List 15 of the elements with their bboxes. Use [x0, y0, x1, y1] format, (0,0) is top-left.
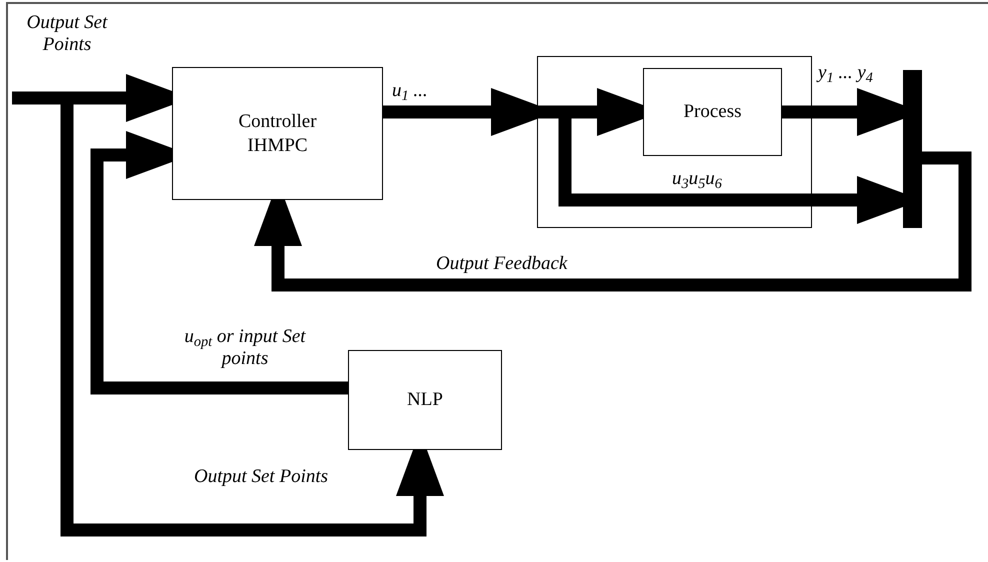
box-label: Process	[682, 100, 743, 124]
process-box	[172, 67, 383, 200]
process-box	[348, 350, 502, 450]
box-label: Controller IHMPC	[237, 110, 318, 158]
edge-label: Output Feedback	[436, 253, 568, 275]
edge-label: u$_{1}$ ...	[392, 80, 429, 102]
system-box	[537, 56, 812, 228]
edge-label: u$_{3}$u$_{5}$u$_{6}$	[672, 168, 723, 190]
edge-label: u$_{opt}$ or input Set points	[183, 326, 307, 370]
junction-bar	[903, 70, 922, 228]
edge-label: Output Set Points	[26, 12, 109, 56]
edge-label: Output Set Points	[192, 466, 330, 488]
edge-label: y$_{1}$ ... y$_{4}$	[818, 62, 874, 84]
process-box	[643, 68, 782, 156]
box-label: NLP	[406, 388, 444, 412]
